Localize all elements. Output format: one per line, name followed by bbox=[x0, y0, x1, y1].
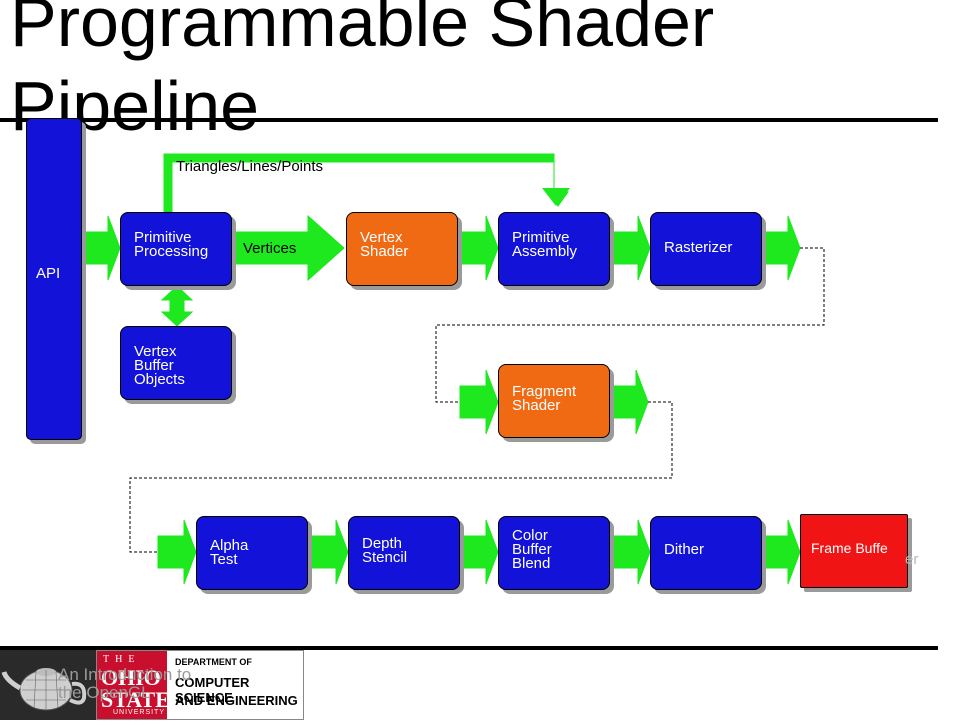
teapot-image bbox=[0, 650, 96, 720]
title-rule bbox=[0, 118, 938, 122]
dashed-link-fragment-to-alpha bbox=[129, 401, 673, 553]
arrow-into-alpha-test bbox=[157, 519, 197, 585]
arrow-api-to-primitive-processing bbox=[81, 215, 121, 281]
arrow-into-fragment-shader bbox=[459, 369, 499, 435]
arrow-blend-to-dither bbox=[611, 519, 651, 585]
frame-buffer-overflow-text: er bbox=[905, 551, 919, 568]
stage-rasterizer: Rasterizer bbox=[650, 212, 762, 286]
osu-block: THE OHIO STATE UNIVERSITY bbox=[97, 651, 170, 719]
triangles-lines-points-label: Triangles/Lines/Points bbox=[176, 158, 324, 175]
arrow-fragment-shader-out bbox=[611, 369, 649, 435]
footer-rule bbox=[0, 646, 938, 650]
api-bar bbox=[26, 118, 82, 440]
slide-title: Programmable Shader Pipeline bbox=[10, 0, 715, 145]
osu-cse-logo: THE OHIO STATE UNIVERSITY DEPARTMENT OF … bbox=[96, 650, 304, 720]
arrow-rasterizer-out bbox=[763, 215, 801, 281]
dashed-link-rasterizer-to-fragment bbox=[435, 247, 825, 403]
arrow-head-into-assembly bbox=[542, 188, 570, 206]
arrow-assembly-to-rasterizer bbox=[611, 215, 651, 281]
footer-course-text: An Introduction to the OpenGL bbox=[58, 665, 192, 702]
arrow-vertices bbox=[233, 214, 345, 282]
arrow-alpha-to-depth bbox=[309, 519, 349, 585]
arrow-depth-to-blend bbox=[459, 519, 499, 585]
teapot-icon bbox=[1, 668, 87, 711]
arrow-vertex-shader-to-assembly bbox=[459, 215, 499, 281]
arrow-vbo-primitive-processing bbox=[160, 285, 194, 327]
api-label: API bbox=[36, 265, 61, 282]
vertices-label: Vertices bbox=[243, 240, 297, 257]
stage-frame-buffer: Frame Buffe bbox=[800, 514, 908, 588]
arrow-dither-to-frame-buffer bbox=[763, 519, 801, 585]
stage-dither: Dither bbox=[650, 516, 762, 590]
